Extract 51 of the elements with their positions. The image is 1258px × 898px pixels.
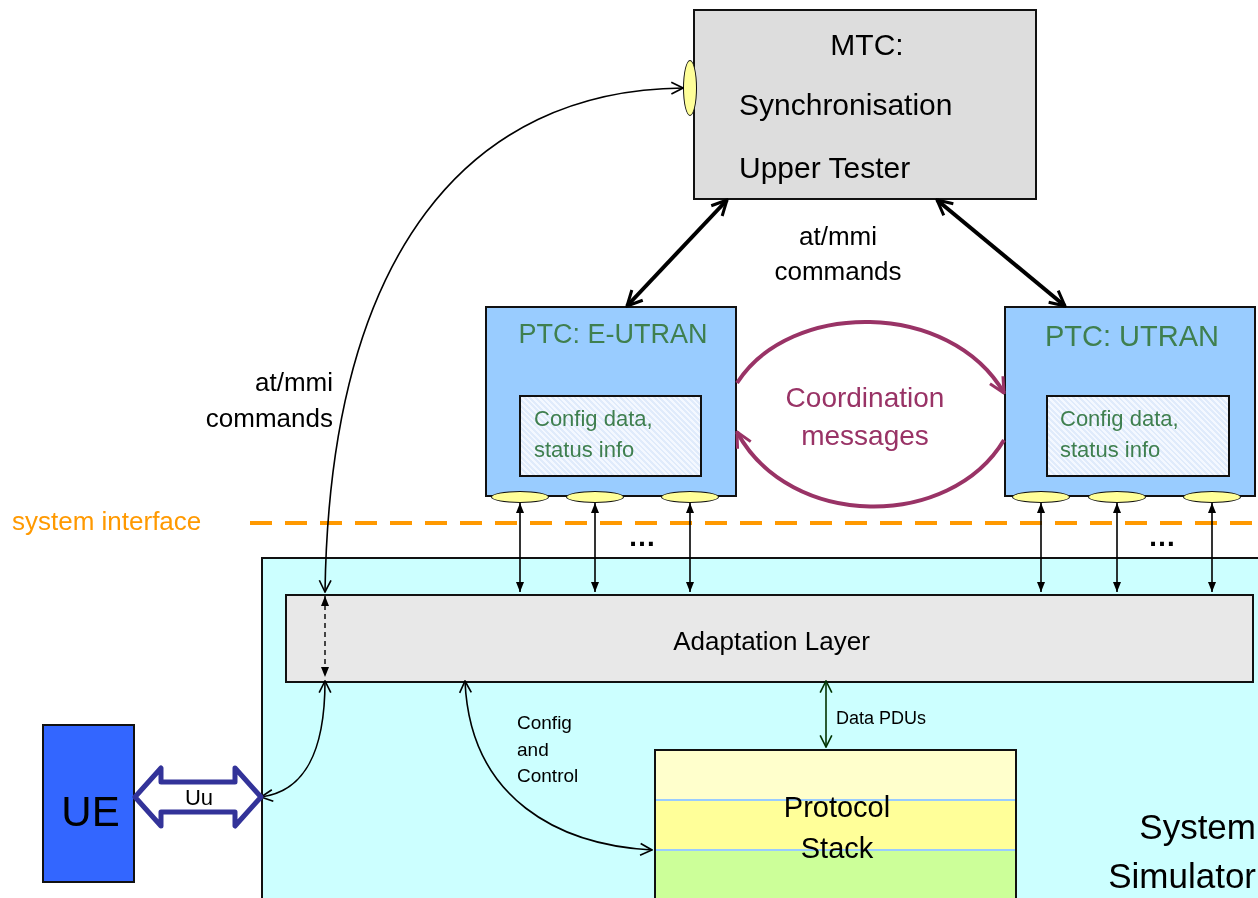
curved-arrow — [735, 320, 1006, 395]
ptc-box — [1004, 306, 1256, 497]
arrow — [591, 502, 599, 593]
node-title: PTC: UTRAN — [1044, 319, 1220, 354]
port-ellipse — [683, 60, 697, 116]
port-ellipse — [661, 491, 719, 503]
ellipsis: … — [628, 520, 657, 554]
protocol-stack-box — [654, 749, 1017, 898]
node-label: Upper Tester — [739, 150, 912, 186]
ptc-box — [485, 306, 737, 497]
adaptation-layer-box — [285, 594, 1254, 683]
port-ellipse — [566, 491, 624, 503]
node-title: PTC: E-UTRAN — [517, 318, 709, 351]
node-title: System Simulator — [1107, 806, 1256, 897]
node-label: Protocol Stack — [782, 790, 892, 866]
node-label: Adaptation Layer — [672, 625, 871, 658]
arrow — [1208, 502, 1216, 593]
edge-label: Uu — [183, 784, 215, 812]
block-arrow — [132, 765, 264, 829]
config-data-box — [1046, 395, 1230, 477]
node-label: UE — [60, 787, 121, 837]
port-ellipse — [1012, 491, 1070, 503]
double-arrow — [935, 198, 1067, 308]
double-arrow — [625, 198, 729, 308]
double-arrow — [819, 680, 833, 748]
port-ellipse — [491, 491, 549, 503]
interface-label: system interface — [12, 505, 203, 538]
arrow — [516, 502, 524, 593]
node-title: MTC: — [829, 27, 905, 63]
node-label: Config data, status info — [1060, 405, 1180, 464]
annotation: at/mmi commands — [773, 220, 903, 289]
edge-label: Config and Control — [517, 711, 580, 789]
port-ellipse — [1183, 491, 1241, 503]
curved-arrow — [318, 82, 684, 593]
annotation: Coordination messages — [784, 381, 946, 453]
arrow — [1113, 502, 1121, 593]
config-data-box — [519, 395, 702, 477]
curved-arrow — [459, 680, 653, 856]
curved-arrow — [735, 430, 1006, 509]
port-ellipse — [1088, 491, 1146, 503]
ue-box — [42, 724, 135, 883]
ellipsis: … — [1148, 520, 1177, 554]
mtc-box — [693, 9, 1037, 200]
node-label: Config data, status info — [534, 405, 654, 464]
curved-arrow — [260, 680, 332, 802]
arrow — [686, 502, 694, 593]
system-simulator-box — [261, 557, 1258, 898]
arrow — [1037, 502, 1045, 593]
edge-label: Data PDUs — [836, 707, 928, 730]
node-label: Synchronisation — [739, 87, 954, 123]
edge-label: at/mmi commands — [204, 366, 333, 436]
